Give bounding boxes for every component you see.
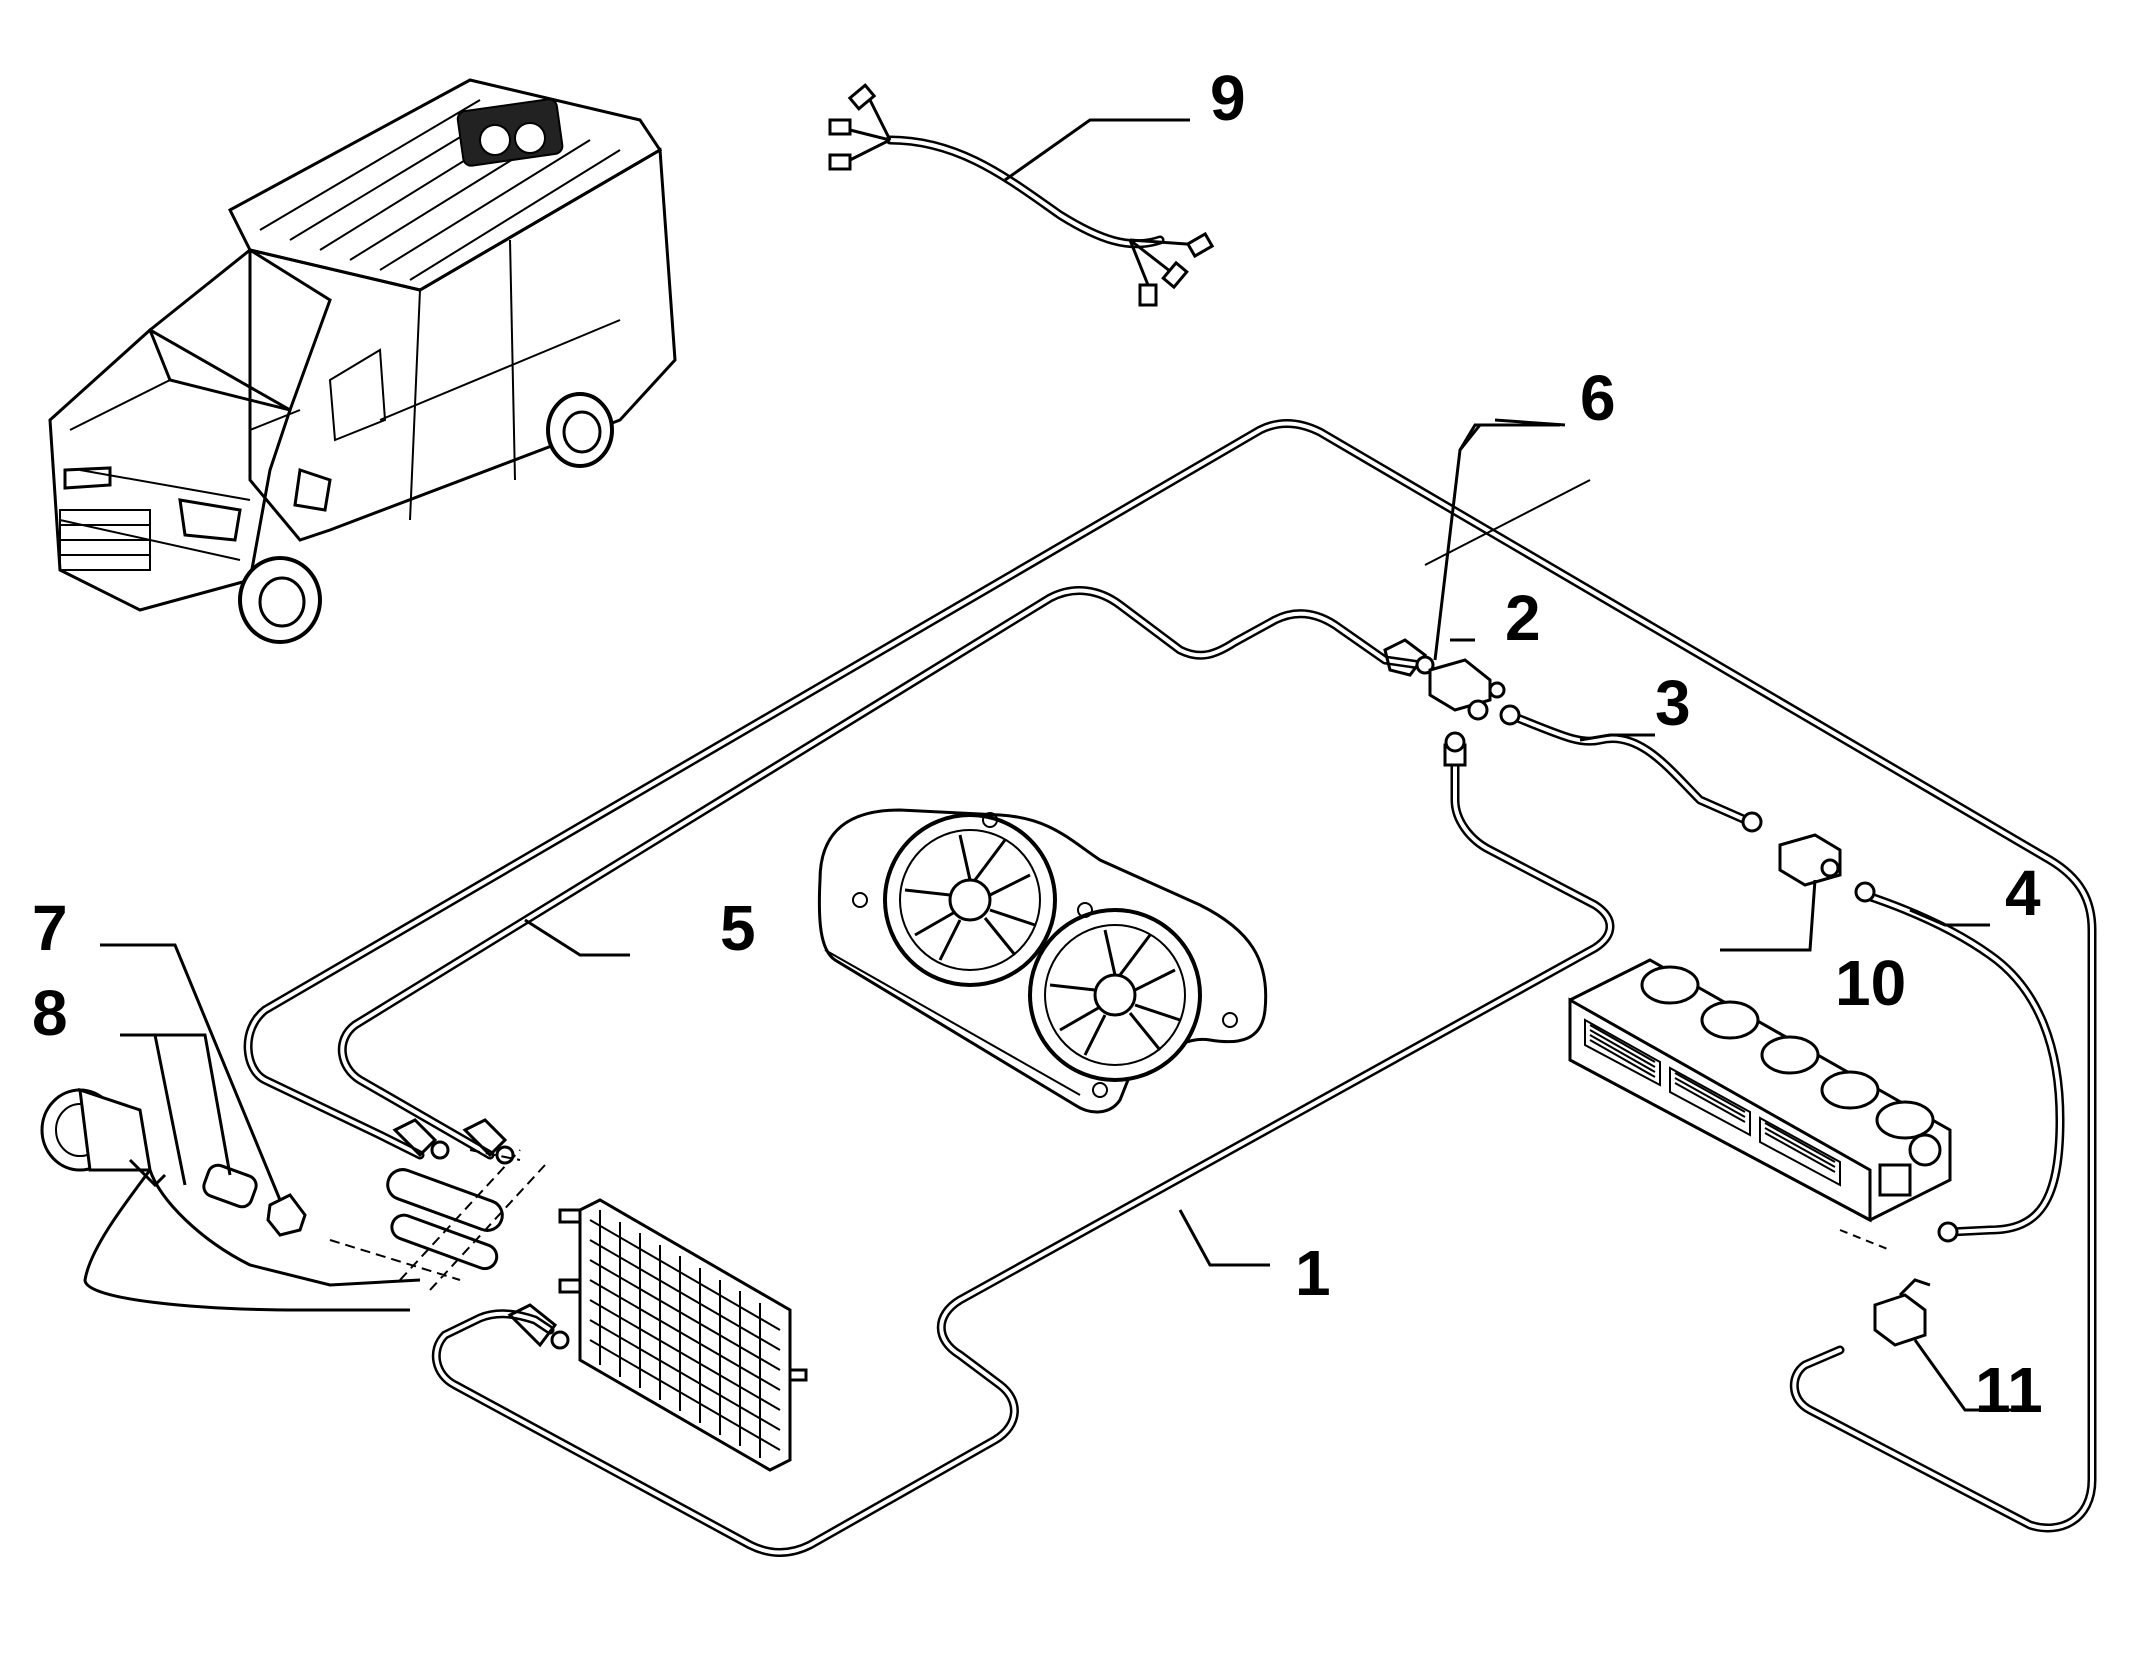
wiring-harness xyxy=(828,83,1215,307)
filter-drier-8 xyxy=(202,1163,258,1209)
van-illustration xyxy=(48,78,677,644)
pipe-6 xyxy=(243,418,2097,1533)
callout-3: 3 xyxy=(1655,667,1691,739)
leader-lines xyxy=(100,118,2025,1412)
valve-7 xyxy=(266,1193,307,1237)
pipe-5 xyxy=(337,586,1435,1165)
callout-9: 9 xyxy=(1210,62,1246,134)
pipe-1 xyxy=(431,731,1615,1557)
pressure-switch-11 xyxy=(1873,1278,1931,1347)
condenser-fan-unit xyxy=(817,808,1268,1114)
callout-labels: 1 2 3 4 5 6 7 8 9 10 11 xyxy=(32,62,2043,1426)
t-fitting xyxy=(1428,658,1506,721)
callout-5: 5 xyxy=(720,892,756,964)
evaporator-unit xyxy=(1568,958,1952,1251)
callout-10: 10 xyxy=(1835,947,1906,1019)
hose-3 xyxy=(1499,704,1763,833)
callout-2: 2 xyxy=(1505,582,1541,654)
callout-4: 4 xyxy=(2005,857,2041,929)
compressor-assembly xyxy=(40,1087,546,1312)
hose-4 xyxy=(1854,881,2065,1243)
callout-6: 6 xyxy=(1580,362,1616,434)
callout-1: 1 xyxy=(1295,1237,1331,1309)
callout-11: 11 xyxy=(1975,1354,2043,1426)
callout-7: 7 xyxy=(32,892,68,964)
callout-8: 8 xyxy=(32,977,68,1049)
pressure-switch-10 xyxy=(1778,833,1842,887)
condenser-radiator xyxy=(558,1198,808,1472)
